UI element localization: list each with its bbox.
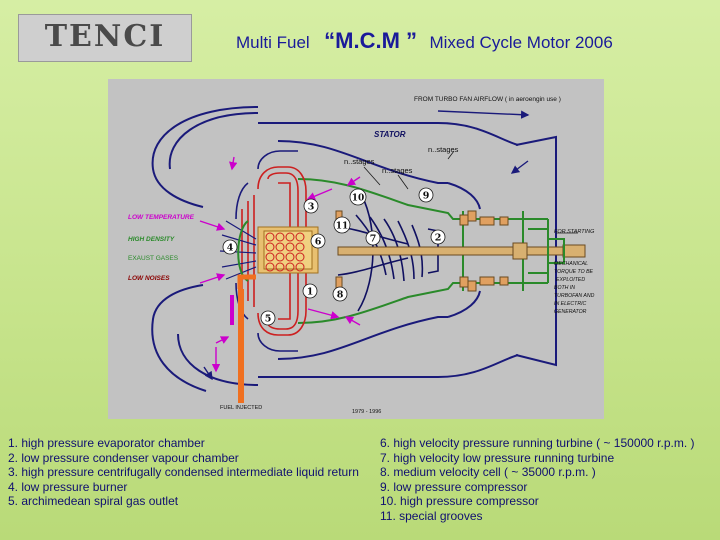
stator-label: STATOR <box>374 130 406 139</box>
callout-3-text: 3 <box>308 202 315 213</box>
torque-line-2: TORQUE TO BE <box>554 269 594 275</box>
callout-1: 1 <box>302 283 318 299</box>
callout-7-text: 7 <box>370 234 377 245</box>
main-shaft <box>337 242 586 260</box>
engine-drawing: FROM TURBO FAN AIRFLOW ( in aeroengin us… <box>128 96 595 415</box>
torque-line-4: BOTH IN <box>554 285 575 291</box>
callout-10-text: 10 <box>352 194 365 204</box>
callout-8: 8 <box>332 286 348 302</box>
callout-2: 2 <box>430 229 446 245</box>
label-exhaust-gases: EXAUST GASES <box>128 255 179 262</box>
airflow-label: FROM TURBO FAN AIRFLOW ( in aeroengin us… <box>414 96 561 103</box>
callout-8-text: 8 <box>337 290 344 301</box>
title-multi-fuel: Multi Fuel <box>236 33 310 52</box>
legend-left: 1. high pressure evaporator chamber 2. l… <box>8 436 359 509</box>
callout-4-text: 4 <box>227 243 234 254</box>
pointer-lines <box>363 150 578 234</box>
callout-3: 3 <box>303 198 319 214</box>
page-title: Multi Fuel “M.C.M ” Mixed Cycle Motor 20… <box>236 28 613 60</box>
callout-9: 9 <box>418 187 434 203</box>
flow-arrows <box>199 156 361 373</box>
callout-7: 7 <box>365 230 381 246</box>
legend-item-10: 10. high pressure compressor <box>380 494 539 509</box>
engine-diagram: FROM TURBO FAN AIRFLOW ( in aeroengin us… <box>108 79 604 419</box>
logo-text: TENCI <box>44 19 166 54</box>
stages-label-2: n..stages <box>344 157 375 166</box>
legend-item-7: 7. high velocity low pressure running tu… <box>380 450 615 465</box>
callout-11: 11 <box>333 216 351 234</box>
airflow-arrows <box>203 110 530 381</box>
callout-4: 4 <box>222 239 238 255</box>
label-fuel-injected: FUEL INJECTED <box>220 405 262 411</box>
legend-item-9: 9. low pressure compressor <box>380 479 528 494</box>
legend-item-11: 11. special grooves <box>380 508 483 523</box>
callout-1-text: 1 <box>307 287 314 298</box>
callout-6: 6 <box>310 233 326 249</box>
torque-line-5: TURBOFAN AND <box>554 293 595 299</box>
inner-housing <box>235 150 298 352</box>
legend-item-3: 3. high pressure centrifugally condensed… <box>8 465 359 480</box>
stages-label-3: n..stages <box>382 166 413 175</box>
label-high-density: HIGH DENSITY <box>128 236 175 243</box>
bearings <box>335 210 509 292</box>
label-for-starting: FOR STARTING <box>554 229 595 235</box>
callout-11-text: 11 <box>336 222 349 232</box>
callout-9-text: 9 <box>423 191 430 202</box>
title-mixed-cycle: Mixed Cycle Motor 2006 <box>429 33 613 52</box>
callout-2-text: 2 <box>435 233 442 244</box>
legend-item-1: 1. high pressure evaporator chamber <box>8 436 205 450</box>
legend-right: 6. high velocity pressure running turbin… <box>380 436 695 524</box>
low-pressure-burner <box>257 226 319 274</box>
legend-item-4: 4. low pressure burner <box>8 479 128 494</box>
legend-item-5: 5. archimedean spiral gas outlet <box>8 494 179 509</box>
callout-5: 5 <box>260 310 276 326</box>
callout-5-text: 5 <box>265 314 272 325</box>
legend-item-8: 8. medium velocity cell ( ~ 35000 r.p.m.… <box>380 465 596 480</box>
output-flange <box>528 228 565 274</box>
label-years: 1979 - 1996 <box>352 409 381 415</box>
callout-10: 10 <box>349 188 367 206</box>
legend-item-2: 2. low pressure condenser vapour chamber <box>8 450 239 465</box>
torque-line-3: EXPLOITED <box>556 277 585 283</box>
torque-line-6: IN ELECTRIC <box>554 301 587 307</box>
company-logo: TENCI <box>18 14 192 62</box>
fuel-pipe <box>230 274 256 403</box>
torque-line-7: GENERATOR <box>554 309 587 315</box>
callout-6-text: 6 <box>315 237 322 248</box>
burner-cells <box>265 232 305 272</box>
torque-line-1: MECHANICAL <box>554 261 588 267</box>
label-low-noises: LOW NOISES <box>128 275 170 282</box>
stages-label-1: n..stages <box>428 145 459 154</box>
legend-item-6: 6. high velocity pressure running turbin… <box>380 436 695 450</box>
label-low-temperature: LOW TEMPERATURE <box>128 214 195 221</box>
title-mcm: “M.C.M ” <box>324 28 418 53</box>
